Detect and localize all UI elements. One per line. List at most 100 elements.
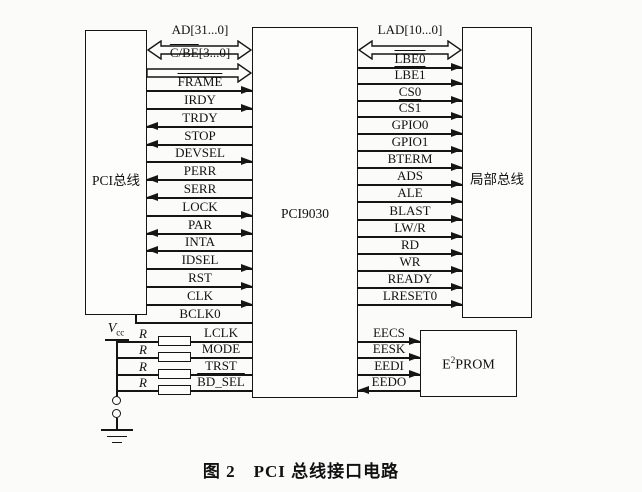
signal-text: IDSEL <box>181 252 219 267</box>
signal-row-gpio1-label: GPIO1 <box>340 134 480 149</box>
signal-text: MODE <box>201 341 241 356</box>
signal-row-serr-label: SERR <box>130 181 270 196</box>
eeprom-row-eecs-label: EECS <box>319 325 459 340</box>
signal-text: RD <box>400 237 420 252</box>
signal-text: FRAME <box>177 74 223 89</box>
eeprom-row-eecs-line <box>358 341 420 343</box>
vcc-symbol: V <box>107 321 117 336</box>
pullup-row-mode-resistor <box>158 352 191 362</box>
signal-text: DEVSEL <box>175 145 225 160</box>
signal-text: BCLK0 <box>179 306 221 321</box>
signal-row-bclk0-label: BCLK0 <box>130 306 270 321</box>
signal-row-lbe0-label: LBE0 <box>340 51 480 66</box>
signal-text: EECS <box>373 325 405 340</box>
signal-row-lbe1-label: LBE1 <box>340 67 480 82</box>
ground-icon <box>112 441 122 444</box>
signal-row-rd-line <box>358 253 462 255</box>
pullup-row-mode-label: MODE <box>151 341 291 356</box>
eeprom-row-eedo-label: EEDO <box>319 374 459 389</box>
signal-text: READY <box>387 271 433 286</box>
signal-row-devsel-arrow-right <box>241 157 252 165</box>
signal-row-c-be-3-0-bus-arrow <box>147 63 252 83</box>
eeprom-box: E2PROM <box>420 330 517 397</box>
eeprom-row-eedi-line <box>358 374 420 376</box>
signal-text: AD[31...0] <box>171 22 229 37</box>
pullup-row-bd-sel-resistor-label: R <box>139 375 147 390</box>
signal-text: LRESET0 <box>382 288 438 303</box>
pullup-rail <box>116 340 118 397</box>
eeprom-label-sup: 2 <box>450 355 456 365</box>
pullup-row-trst-resistor-label: R <box>139 359 147 374</box>
signal-row-bterm-line <box>358 167 462 169</box>
signal-row-serr-arrow-left <box>147 193 158 201</box>
signal-row-rst-line <box>147 286 252 288</box>
signal-row-idsel-line <box>147 268 252 270</box>
signal-text: INTA <box>184 234 215 249</box>
ground-icon <box>101 429 133 431</box>
signal-text: BD_SEL <box>197 374 245 389</box>
eeprom-row-eesk-line <box>358 357 420 359</box>
signal-row-ad-31-0-bus-arrow-shape <box>147 40 252 60</box>
signal-row-par-arrow-left <box>147 229 158 237</box>
signal-row-bterm-arrow-right <box>451 163 462 171</box>
signal-row-lreset0-arrow-right <box>451 300 462 308</box>
signal-text: C/BE <box>169 45 199 60</box>
pci-bus-box: PCI总线 <box>85 30 147 315</box>
signal-row-wr-label: WR <box>340 254 480 269</box>
pci-bus-label: PCI总线 <box>91 173 140 188</box>
signal-row-ready-label: READY <box>340 271 480 286</box>
signal-row-lbe0-arrow-right <box>451 63 462 71</box>
signal-row-gpio0-arrow-right <box>451 129 462 137</box>
signal-text: LOCK <box>182 199 218 214</box>
signal-text: TRDY <box>182 110 218 125</box>
signal-row-lw-r-label: LW/R <box>340 220 480 235</box>
signal-row-perr-line <box>147 179 252 181</box>
signal-row-lbe1-line <box>358 83 462 85</box>
signal-row-idsel-arrow-right <box>241 264 252 272</box>
signal-row-bclk0-line <box>135 322 252 324</box>
eeprom-label-post: PROM <box>455 357 495 373</box>
signal-row-clk-label: CLK <box>130 288 270 303</box>
pullup-row-trst-resistor <box>158 369 191 379</box>
vcc-bar <box>105 339 129 341</box>
signal-row-ale-label: ALE <box>340 185 480 200</box>
signal-row-lw-r-arrow-right <box>451 232 462 240</box>
local-bus-label: 局部总线 <box>470 172 524 187</box>
signal-row-ale-arrow-right <box>451 197 462 205</box>
eeprom-row-eesk-label: EESK <box>319 341 459 356</box>
signal-text: ALE <box>397 185 423 200</box>
signal-text: CLK <box>187 288 213 303</box>
signal-row-gpio0-label: GPIO0 <box>340 117 480 132</box>
signal-text: SERR <box>183 181 217 196</box>
jumper-pin-top-icon <box>112 396 121 405</box>
pci9030-label: PCI9030 <box>280 206 329 221</box>
signal-row-ad-31-0-label: AD[31...0] <box>130 22 270 37</box>
signal-row-lbe1-arrow-right <box>451 79 462 87</box>
signal-row-gpio1-arrow-right <box>451 146 462 154</box>
signal-row-lreset0-line <box>358 304 462 306</box>
pullup-row-mode-resistor-label: R <box>139 342 147 357</box>
signal-row-ads-label: ADS <box>340 168 480 183</box>
signal-text: PAR <box>187 217 213 232</box>
signal-row-inta-line <box>147 250 252 252</box>
signal-text: CS1 <box>398 100 422 115</box>
signal-row-c-be-3-0-label: C/BE[3...0] <box>130 45 270 60</box>
signal-row-cs0-line <box>358 100 462 102</box>
signal-row-cs1-line <box>358 116 462 118</box>
signal-text: STOP <box>184 128 216 143</box>
signal-row-frame-arrow-right <box>241 86 252 94</box>
pullup-row-lclk-resistor <box>158 336 191 346</box>
figure-caption: 图 2 PCI 总线接口电路 <box>202 462 400 481</box>
eeprom-row-eecs-arrow-right <box>409 337 420 345</box>
local-bus-box: 局部总线 <box>462 27 532 318</box>
signal-row-frame-line <box>147 90 252 92</box>
signal-text: IRDY <box>184 92 216 107</box>
signal-row-clk-line <box>147 304 252 306</box>
signal-row-c-be-3-0-bus-arrow-shape <box>147 63 252 83</box>
signal-row-lock-label: LOCK <box>130 199 270 214</box>
signal-text: EEDO <box>371 374 407 389</box>
signal-row-perr-arrow-left <box>147 175 158 183</box>
pullup-row-trst-label: TRST <box>151 358 291 373</box>
signal-text: EEDI <box>374 358 404 373</box>
signal-row-devsel-line <box>147 161 252 163</box>
